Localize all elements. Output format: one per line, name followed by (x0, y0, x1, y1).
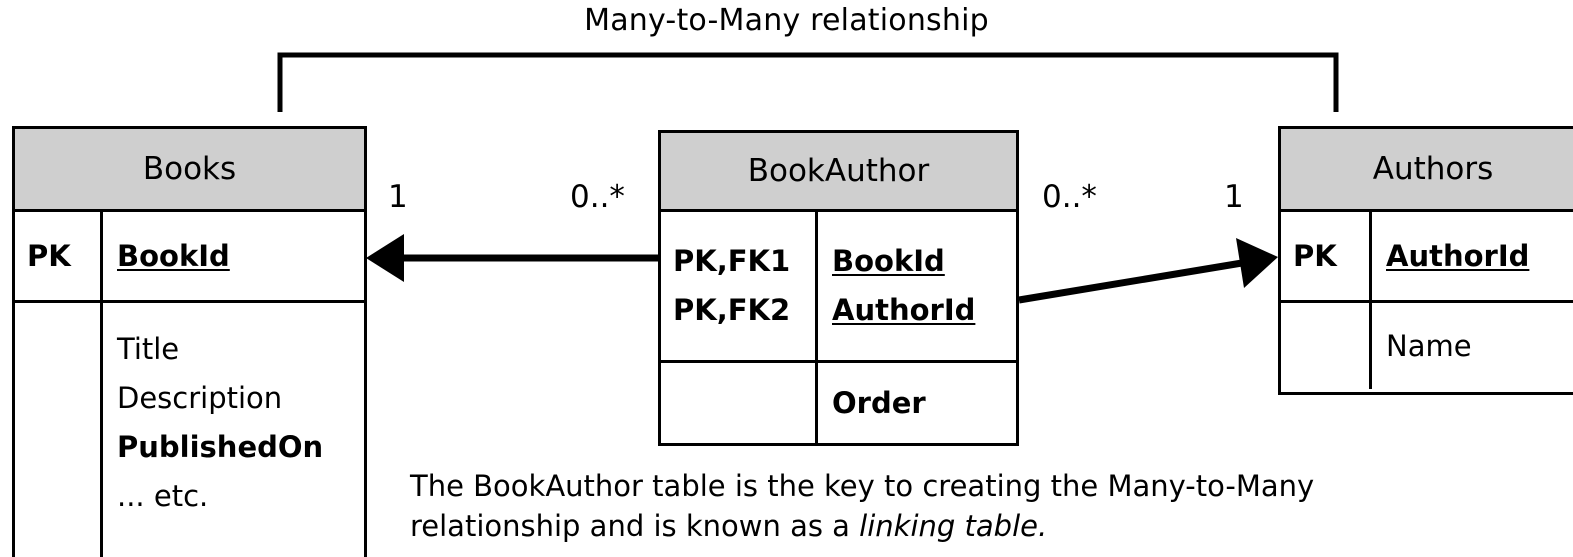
entity-books-row-attributes: Title Description PublishedOn ... etc. (15, 300, 364, 557)
entity-bookauthor-order-key-cell (661, 363, 818, 443)
relation-bookauthor-to-books (366, 234, 658, 282)
relation-bookauthor-to-authors (1018, 238, 1278, 304)
entity-authors-pk-label-cell: PK (1281, 212, 1372, 300)
entity-authors-pk-field-cell: AuthorId (1386, 238, 1530, 273)
caption-line-1: The BookAuthor table is the key to creat… (410, 469, 1315, 503)
entity-books-pk-field-cell: BookId (117, 238, 230, 273)
cardinality-bookauthor-left: 0..* (570, 179, 625, 215)
entity-books-row-primary-key: PK BookId (15, 212, 364, 300)
entity-authors-row-primary-key: PK AuthorId (1281, 212, 1573, 300)
entity-bookauthor-key-field-cell: BookId AuthorId (832, 244, 976, 327)
entity-books-pk-label-cell: PK (15, 212, 103, 300)
entity-authors: Authors PK AuthorId Name (1278, 126, 1573, 395)
entity-bookauthor-row-order: Order (661, 360, 1016, 443)
diagram-caption: The BookAuthor table is the key to creat… (410, 466, 1520, 546)
cardinality-authors-side: 1 (1224, 179, 1244, 215)
entity-books-attr-cell: Title Description PublishedOn ... etc. (117, 332, 324, 513)
caption-line-2-prefix: relationship and is known as a (410, 509, 860, 543)
entity-bookauthor-row-keys: PK,FK1 PK,FK2 BookId AuthorId (661, 212, 1016, 360)
entity-bookauthor-key-label-cell: PK,FK1 PK,FK2 (661, 212, 818, 360)
entity-books-attr-key-cell (15, 303, 103, 557)
cardinality-bookauthor-right: 0..* (1042, 179, 1097, 215)
page-title: Many-to-Many relationship (584, 3, 989, 38)
entity-authors-name-key-cell (1281, 303, 1372, 389)
caption-linking-table-emphasis: linking table. (859, 509, 1048, 543)
cardinality-books-side: 1 (388, 179, 408, 215)
entity-books: Books PK BookId Title Description Publis… (12, 126, 367, 557)
entity-bookauthor-order-field-cell: Order (832, 385, 926, 420)
entity-bookauthor-title: BookAuthor (661, 133, 1016, 212)
entity-books-title: Books (15, 129, 364, 212)
entity-authors-row-name: Name (1281, 300, 1573, 389)
entity-authors-title: Authors (1281, 129, 1573, 212)
entity-bookauthor: BookAuthor PK,FK1 PK,FK2 BookId AuthorId… (658, 130, 1019, 446)
entity-authors-name-field-cell: Name (1386, 328, 1472, 363)
